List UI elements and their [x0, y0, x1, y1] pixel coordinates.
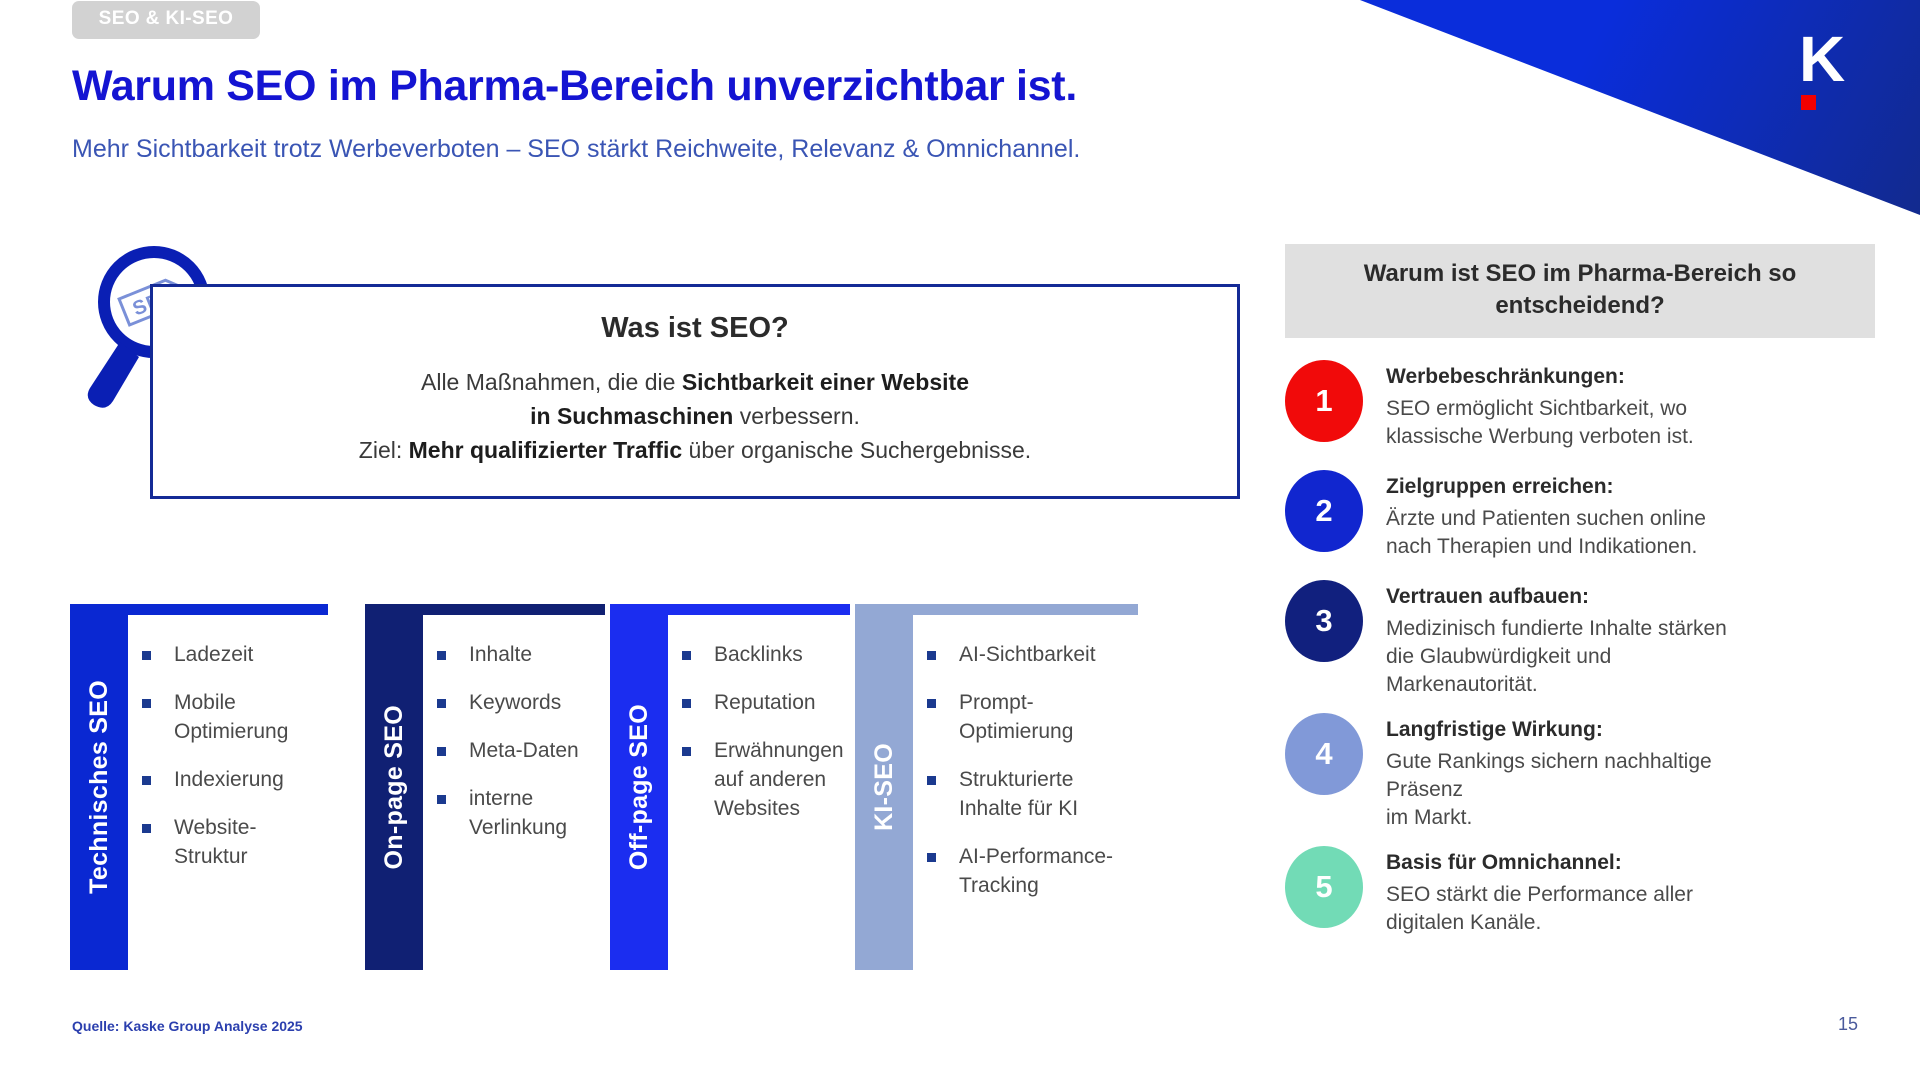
reason-text: Gute Rankings sichern nachhaltige Präsen…: [1386, 750, 1712, 829]
reason-number-badge: 5: [1285, 846, 1363, 928]
kicker-badge: SEO & KI-SEO: [72, 1, 260, 39]
source-note: Quelle: Kaske Group Analyse 2025: [72, 1018, 303, 1034]
seo-definition-heading: Was ist SEO?: [601, 312, 789, 344]
seo-definition-line-3: Ziel: Mehr qualifizierter Traffic über o…: [359, 433, 1031, 467]
pillar-list-item: Indexierung: [142, 765, 314, 794]
reason-body: Werbebeschränkungen: SEO ermöglicht Sicht…: [1386, 360, 1694, 451]
reason-item-3[interactable]: 3 Vertrauen aufbauen: Medizinisch fundiert…: [1285, 580, 1875, 699]
pillar-list-item: Strukturierte Inhalte für KI: [927, 765, 1124, 823]
pillar-list-item: Keywords: [437, 688, 591, 717]
reason-number-badge: 3: [1285, 580, 1363, 662]
pillar-label-text: On-page SEO: [379, 704, 408, 870]
pillar-sidebar-label: On-page SEO: [365, 604, 423, 970]
pillar-topbar: [610, 604, 850, 615]
pillar-topbar: [855, 604, 1138, 615]
reason-text: Ärzte und Patienten suchen online nach T…: [1386, 507, 1706, 558]
seo-definition-border: [150, 284, 1240, 499]
definition-line3-post: über organische Suchergebnisse.: [682, 437, 1032, 463]
page-title-period: .: [1065, 62, 1077, 110]
definition-line1-bold: Sichtbarkeit einer Website: [681, 369, 969, 395]
pillar-label-text: KI-SEO: [869, 743, 898, 831]
seo-definition-line-1: Alle Maßnahmen, die die Sichtbarkeit ein…: [421, 365, 969, 399]
reason-body: Vertrauen aufbauen: Medizinisch fundierte…: [1386, 580, 1727, 699]
pillar-list-item: AI-Performance- Tracking: [927, 842, 1124, 900]
why-seo-panel: Warum ist SEO im Pharma-Bereich so entsc…: [1285, 244, 1875, 956]
pillar-list-item: Erwähnungen auf anderen Websites: [682, 736, 844, 823]
pillar-label-text: Technisches SEO: [84, 680, 113, 894]
pillar-list-item: AI-Sichtbarkeit: [927, 640, 1124, 669]
reason-body: Basis für Omnichannel: SEO stärkt die Per…: [1386, 846, 1693, 937]
page-subtitle: Mehr Sichtbarkeit trotz Werbeverboten – …: [72, 135, 1081, 163]
brand-logo-letter: K: [1799, 23, 1845, 95]
brand-logo: K: [1799, 23, 1873, 120]
reason-item-1[interactable]: 1 Werbebeschränkungen: SEO ermöglicht Sich…: [1285, 360, 1875, 456]
page-title-text: Warum SEO im Pharma-Bereich unverzichtba…: [72, 62, 1066, 110]
pillar-sidebar-label: Off-page SEO: [610, 604, 668, 970]
reason-title: Werbebeschränkungen:: [1386, 365, 1625, 388]
pillar-list-item: Reputation: [682, 688, 836, 717]
page-title: Warum SEO im Pharma-Bereich unverzichtba…: [72, 62, 1077, 111]
seo-definition-card: Was ist SEO? Alle Maßnahmen, die die Sic…: [150, 284, 1240, 499]
definition-line2-post: verbessern.: [733, 403, 860, 429]
pillar-sidebar-label: Technisches SEO: [70, 604, 128, 970]
reason-text: SEO stärkt die Performance aller digital…: [1386, 883, 1693, 934]
pillar-topbar: [70, 604, 328, 615]
reason-number-badge: 2: [1285, 470, 1363, 552]
definition-line2-bold: in Suchmaschinen: [530, 403, 734, 429]
reason-title: Vertrauen aufbauen:: [1386, 585, 1590, 608]
pillar-label-text: Off-page SEO: [624, 703, 653, 871]
why-seo-panel-title: Warum ist SEO im Pharma-Bereich so entsc…: [1285, 244, 1875, 338]
reason-text: SEO ermöglicht Sichtbarkeit, wo klassisc…: [1386, 397, 1694, 448]
reason-title: Basis für Omnichannel:: [1386, 851, 1622, 874]
seo-definition-content: Was ist SEO? Alle Maßnahmen, die die Sic…: [150, 284, 1240, 499]
reason-title: Zielgruppen erreichen:: [1386, 475, 1614, 498]
reason-item-4[interactable]: 4 Langfristige Wirkung: Gute Rankings sich…: [1285, 713, 1875, 832]
definition-line3-bold: Mehr qualifizierter Traffic: [408, 437, 683, 463]
reason-item-2[interactable]: 2 Zielgruppen erreichen: Ärzte und Patient…: [1285, 470, 1875, 566]
pillar-list-item: Backlinks: [682, 640, 836, 669]
pillar-sidebar-label: KI-SEO: [855, 604, 913, 970]
reason-body: Langfristige Wirkung: Gute Rankings siche…: [1386, 713, 1712, 832]
reason-text: Medizinisch fundierte Inhalte stärken di…: [1386, 617, 1727, 696]
pillar-topbar: [365, 604, 605, 615]
pillar-list-item: Meta-Daten: [437, 736, 591, 765]
pillar-list-item: Mobile Optimierung: [142, 688, 314, 746]
reason-number-badge: 1: [1285, 360, 1363, 442]
seo-definition-line-2: in Suchmaschinen verbessern.: [530, 399, 860, 433]
reason-body: Zielgruppen erreichen: Ärzte und Patiente…: [1386, 470, 1706, 561]
brand-logo-dot-icon: [1801, 95, 1816, 110]
pillar-list-item: interne Verlinkung: [437, 784, 591, 842]
reason-number-badge: 4: [1285, 713, 1363, 795]
page-number: 15: [1837, 1014, 1858, 1034]
pillar-list-item: Inhalte: [437, 640, 591, 669]
why-seo-reason-list: 1 Werbebeschränkungen: SEO ermöglicht Sich…: [1285, 360, 1875, 942]
pillar-list-item: Ladezeit: [142, 640, 314, 669]
reason-title: Langfristige Wirkung:: [1386, 718, 1603, 741]
pillar-list-item: Prompt- Optimierung: [927, 688, 1124, 746]
definition-line1-pre: Alle Maßnahmen, die die: [421, 369, 682, 395]
reason-item-5[interactable]: 5 Basis für Omnichannel: SEO stärkt die Pe…: [1285, 846, 1875, 942]
pillar-list-item: Website- Struktur: [142, 813, 314, 871]
definition-line3-pre: Ziel:: [358, 437, 409, 463]
